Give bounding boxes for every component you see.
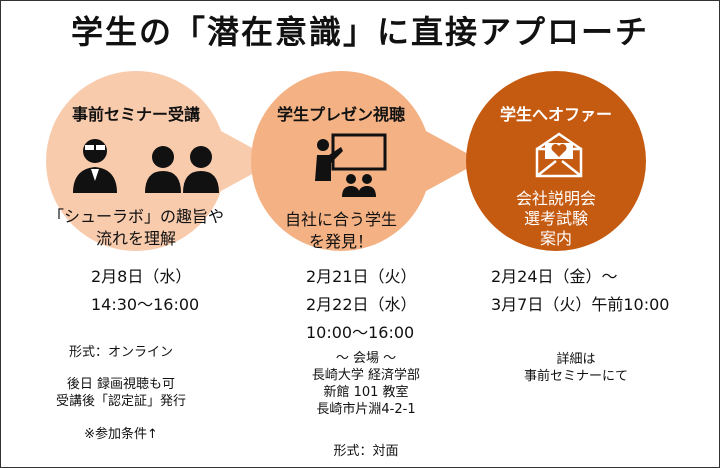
step-1-desc: 「シューラボ」の趣旨や 流れを理解 — [46, 206, 226, 250]
step-3-desc-line: 選考試験 — [523, 209, 588, 228]
venue-line: 長崎市片淵4-2-1 — [316, 402, 416, 417]
schedule-line: 2月8日（水） — [91, 267, 192, 286]
schedule-line: 2月21日（火） — [306, 267, 417, 286]
step-2-shape — [251, 71, 481, 251]
step-2-badge — [251, 71, 481, 251]
details-line: 詳細は — [556, 352, 596, 367]
step-3-desc-line: 会社説明会 — [515, 189, 596, 208]
recording-line: 受講後「認定証」発行 — [55, 394, 186, 409]
schedule-line: 3月7日（火）午前10:00 — [491, 295, 670, 314]
presentation-board-icon — [315, 133, 387, 197]
step-1-desc-line: 「シューラボ」の趣旨や — [47, 207, 224, 226]
step-2-desc-line: 自社に合う学生 — [284, 210, 397, 229]
details-line: 事前セミナーにて — [523, 369, 628, 384]
presenter-and-audience-icon — [73, 139, 219, 193]
venue-line: 長崎大学 経済学部 — [311, 368, 421, 383]
schedule-line: 14:30〜16:00 — [91, 295, 200, 314]
step-2-desc: 自社に合う学生 を発見！ — [251, 209, 431, 253]
schedule-1: 2月8日（水） 14:30〜16:00 — [91, 263, 199, 319]
step-2-desc-line: を発見！ — [308, 232, 373, 251]
schedule-3: 2月24日（金）〜 3月7日（火）午前10:00 — [491, 263, 669, 319]
step-1-title: 事前セミナー受講 — [71, 105, 200, 124]
schedule-line: 2月22日（水） — [306, 295, 417, 314]
step-1-desc-line: 流れを理解 — [95, 229, 176, 248]
heart-envelope-icon — [535, 132, 583, 178]
step-3-desc: 会社説明会 選考試験 案内 — [466, 189, 646, 249]
venue-line: 〜 会場 〜 — [335, 351, 397, 366]
format-in-person: 形式：対面 — [333, 444, 399, 459]
schedule-line: 2月24日（金）〜 — [491, 267, 618, 286]
recording-note: 後日 録画視聴も可 受講後「認定証」発行 — [31, 376, 211, 410]
participation-condition: ※参加条件↑ — [84, 427, 158, 442]
schedule-2: 2月21日（火） 2月22日（水） 10:00〜16:00 — [306, 263, 417, 347]
format-online: 形式：オンライン — [68, 345, 173, 360]
venue-line: 新館 101 教室 — [323, 385, 409, 400]
step-2-title: 学生プレゼン視聴 — [276, 105, 405, 124]
venue-info: 〜 会場 〜 長崎大学 経済学部 新館 101 教室 長崎市片淵4-2-1 — [276, 350, 456, 418]
recording-line: 後日 録画視聴も可 — [66, 377, 176, 392]
step-3-desc-line: 案内 — [539, 229, 572, 248]
step-3-title: 学生へオファー — [499, 105, 612, 124]
page-title: 学生の「潜在意識」に直接アプローチ — [70, 13, 649, 51]
details-note: 詳細は 事前セミナーにて — [486, 351, 666, 385]
schedule-line: 10:00〜16:00 — [306, 323, 415, 342]
